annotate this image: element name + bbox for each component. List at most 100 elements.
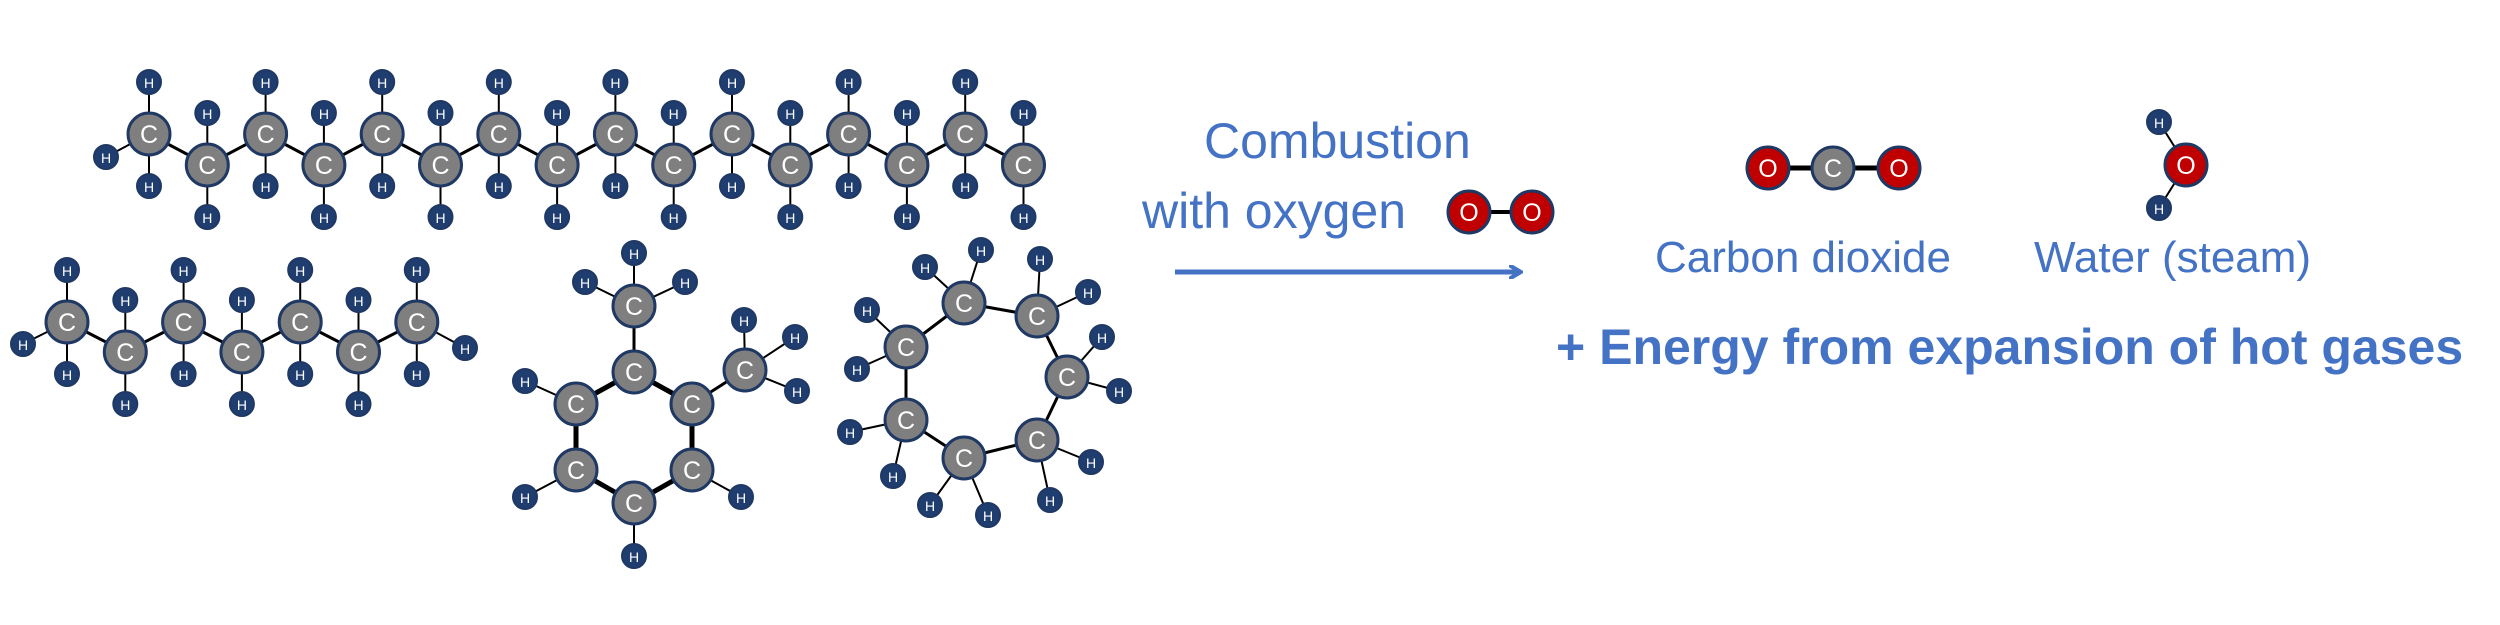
- hydrogen-atom: H: [975, 502, 1001, 528]
- hydrogen-atom-symbol: H: [435, 210, 445, 226]
- hydrogen-atom: H: [287, 257, 314, 283]
- carbon-atom-symbol: C: [408, 309, 426, 337]
- hydrogen-atom: H: [544, 204, 571, 230]
- carbon-atom-circle: [1044, 354, 1090, 400]
- carbon-atom-circle: [553, 381, 599, 427]
- hydrogen-atom-circle: [452, 335, 478, 361]
- hydrogen-atom-symbol: H: [1086, 455, 1096, 471]
- oxygen-atom-symbol: O: [1522, 199, 1541, 227]
- hydrogen-atom: H: [844, 356, 870, 382]
- hydrogen-atom: H: [917, 492, 943, 518]
- hydrogen-atom: H: [228, 391, 255, 417]
- carbon-atom: C: [883, 397, 929, 443]
- hydrogen-atom-circle: [719, 173, 745, 199]
- carbon-atom-symbol: C: [683, 457, 701, 485]
- carbon-atom-circle: [336, 329, 381, 375]
- hydrogen-atom-circle: [228, 391, 255, 417]
- carbon-atom-circle: [277, 299, 323, 345]
- carbon-atom-symbol: C: [840, 121, 858, 149]
- hydrogen-atom-symbol: H: [62, 367, 72, 383]
- hydrogen-atom: H: [345, 287, 372, 313]
- hydrogen-atom: H: [287, 361, 314, 387]
- hydrogen-atom-symbol: H: [983, 508, 993, 524]
- hydrogen-atom-circle: [310, 100, 337, 126]
- hydrogen-atom-symbol: H: [960, 75, 970, 91]
- carbon-atom-symbol: C: [1824, 155, 1842, 183]
- carbon-atom-symbol: C: [233, 339, 251, 367]
- carbon-atom: C: [883, 324, 929, 370]
- hydrogen-atom: H: [427, 204, 454, 230]
- hydrogen-atom-symbol: H: [669, 210, 679, 226]
- hydrogen-atom-symbol: H: [792, 384, 802, 400]
- hydrogen-atom: H: [1089, 324, 1115, 350]
- hydrogen-atom: H: [310, 204, 337, 230]
- hydrogen-atom-circle: [136, 173, 162, 199]
- hydrogen-atom-symbol: H: [295, 367, 305, 383]
- carbon-atom-symbol: C: [897, 334, 915, 362]
- carbon-atom-symbol: C: [897, 407, 915, 435]
- hydrogen-atom: H: [660, 204, 687, 230]
- hydrogen-atom-circle: [287, 257, 314, 283]
- hydrogen-atom-circle: [485, 69, 512, 95]
- hydrogen-atom: H: [893, 100, 920, 126]
- carbon-atom-circle: [243, 111, 289, 157]
- oxygen-atom: O: [1876, 145, 1922, 191]
- hydrogen-atom-symbol: H: [1018, 210, 1028, 226]
- carbon-atom-circle: [126, 111, 172, 157]
- process-label-line2: with oxygen: [1142, 183, 1407, 239]
- carbon-atom-symbol: C: [683, 391, 701, 419]
- carbon-atom-circle: [1014, 417, 1060, 463]
- hydrogen-atom-circle: [544, 204, 571, 230]
- hydrogen-atom-circle: [544, 100, 571, 126]
- hydrogen-atom-circle: [1106, 378, 1132, 404]
- oxygen-atom: O: [1509, 189, 1555, 235]
- hydrogen-atom: H: [602, 69, 629, 95]
- carbon-atom-circle: [301, 142, 347, 188]
- hydrogen-atom-circle: [784, 378, 810, 404]
- hydrogen-atom: H: [1078, 449, 1104, 475]
- carbon-atom: C: [669, 381, 715, 427]
- hydrogen-atom-circle: [112, 287, 139, 313]
- hydrogen-atom: H: [194, 204, 221, 230]
- carbon-atom: C: [884, 142, 930, 188]
- carbon-atom-symbol: C: [665, 152, 683, 180]
- carbon-atom-symbol: C: [490, 121, 508, 149]
- hydrogen-atom-symbol: H: [18, 337, 28, 353]
- hydrogen-atom-circle: [1075, 279, 1101, 305]
- hydrogen-atom-symbol: H: [353, 293, 363, 309]
- carbon-atom: C: [301, 142, 347, 188]
- hydrogen-atom-symbol: H: [1083, 285, 1093, 301]
- hydrogen-atom: H: [54, 361, 80, 387]
- hydrogen-atom: H: [2146, 109, 2172, 135]
- oxygen-atom-symbol: O: [1459, 199, 1478, 227]
- oxygen-atom-symbol: O: [1889, 155, 1908, 183]
- hydrogen-atom-circle: [952, 69, 979, 95]
- hydrogen-atom-circle: [660, 204, 687, 230]
- hydrogen-atom: H: [1106, 378, 1132, 404]
- carbon-atom-symbol: C: [198, 152, 216, 180]
- carbon-atom: C: [243, 111, 289, 157]
- hydrogen-atom-circle: [844, 356, 870, 382]
- carbon-atom-symbol: C: [956, 121, 974, 149]
- hydrogen-atom-symbol: H: [845, 425, 855, 441]
- oxygen-atom-circle: [2163, 142, 2209, 188]
- carbon-atom-symbol: C: [1014, 152, 1032, 180]
- carbon-atom-symbol: C: [349, 339, 367, 367]
- hydrogen-atom-circle: [1027, 246, 1053, 272]
- carbon-atom-circle: [592, 111, 638, 157]
- hydrogen-atom: H: [854, 297, 880, 323]
- carbon-atom: C: [1014, 293, 1060, 339]
- hydrogen-atom-circle: [782, 324, 808, 350]
- hydrogen-atom-circle: [136, 69, 162, 95]
- carbon-atom-circle: [651, 142, 697, 188]
- hydrogen-atom: H: [345, 391, 372, 417]
- carbon-atom-symbol: C: [1028, 427, 1046, 455]
- hydrogen-atom: H: [572, 269, 598, 295]
- hydrogen-atom: H: [427, 100, 454, 126]
- hydrogen-atom: H: [1075, 279, 1101, 305]
- hydrogen-atom-symbol: H: [727, 75, 737, 91]
- carbon-atom: C: [669, 447, 715, 493]
- carbon-atom-circle: [359, 111, 405, 157]
- hydrogen-atom: H: [777, 100, 804, 126]
